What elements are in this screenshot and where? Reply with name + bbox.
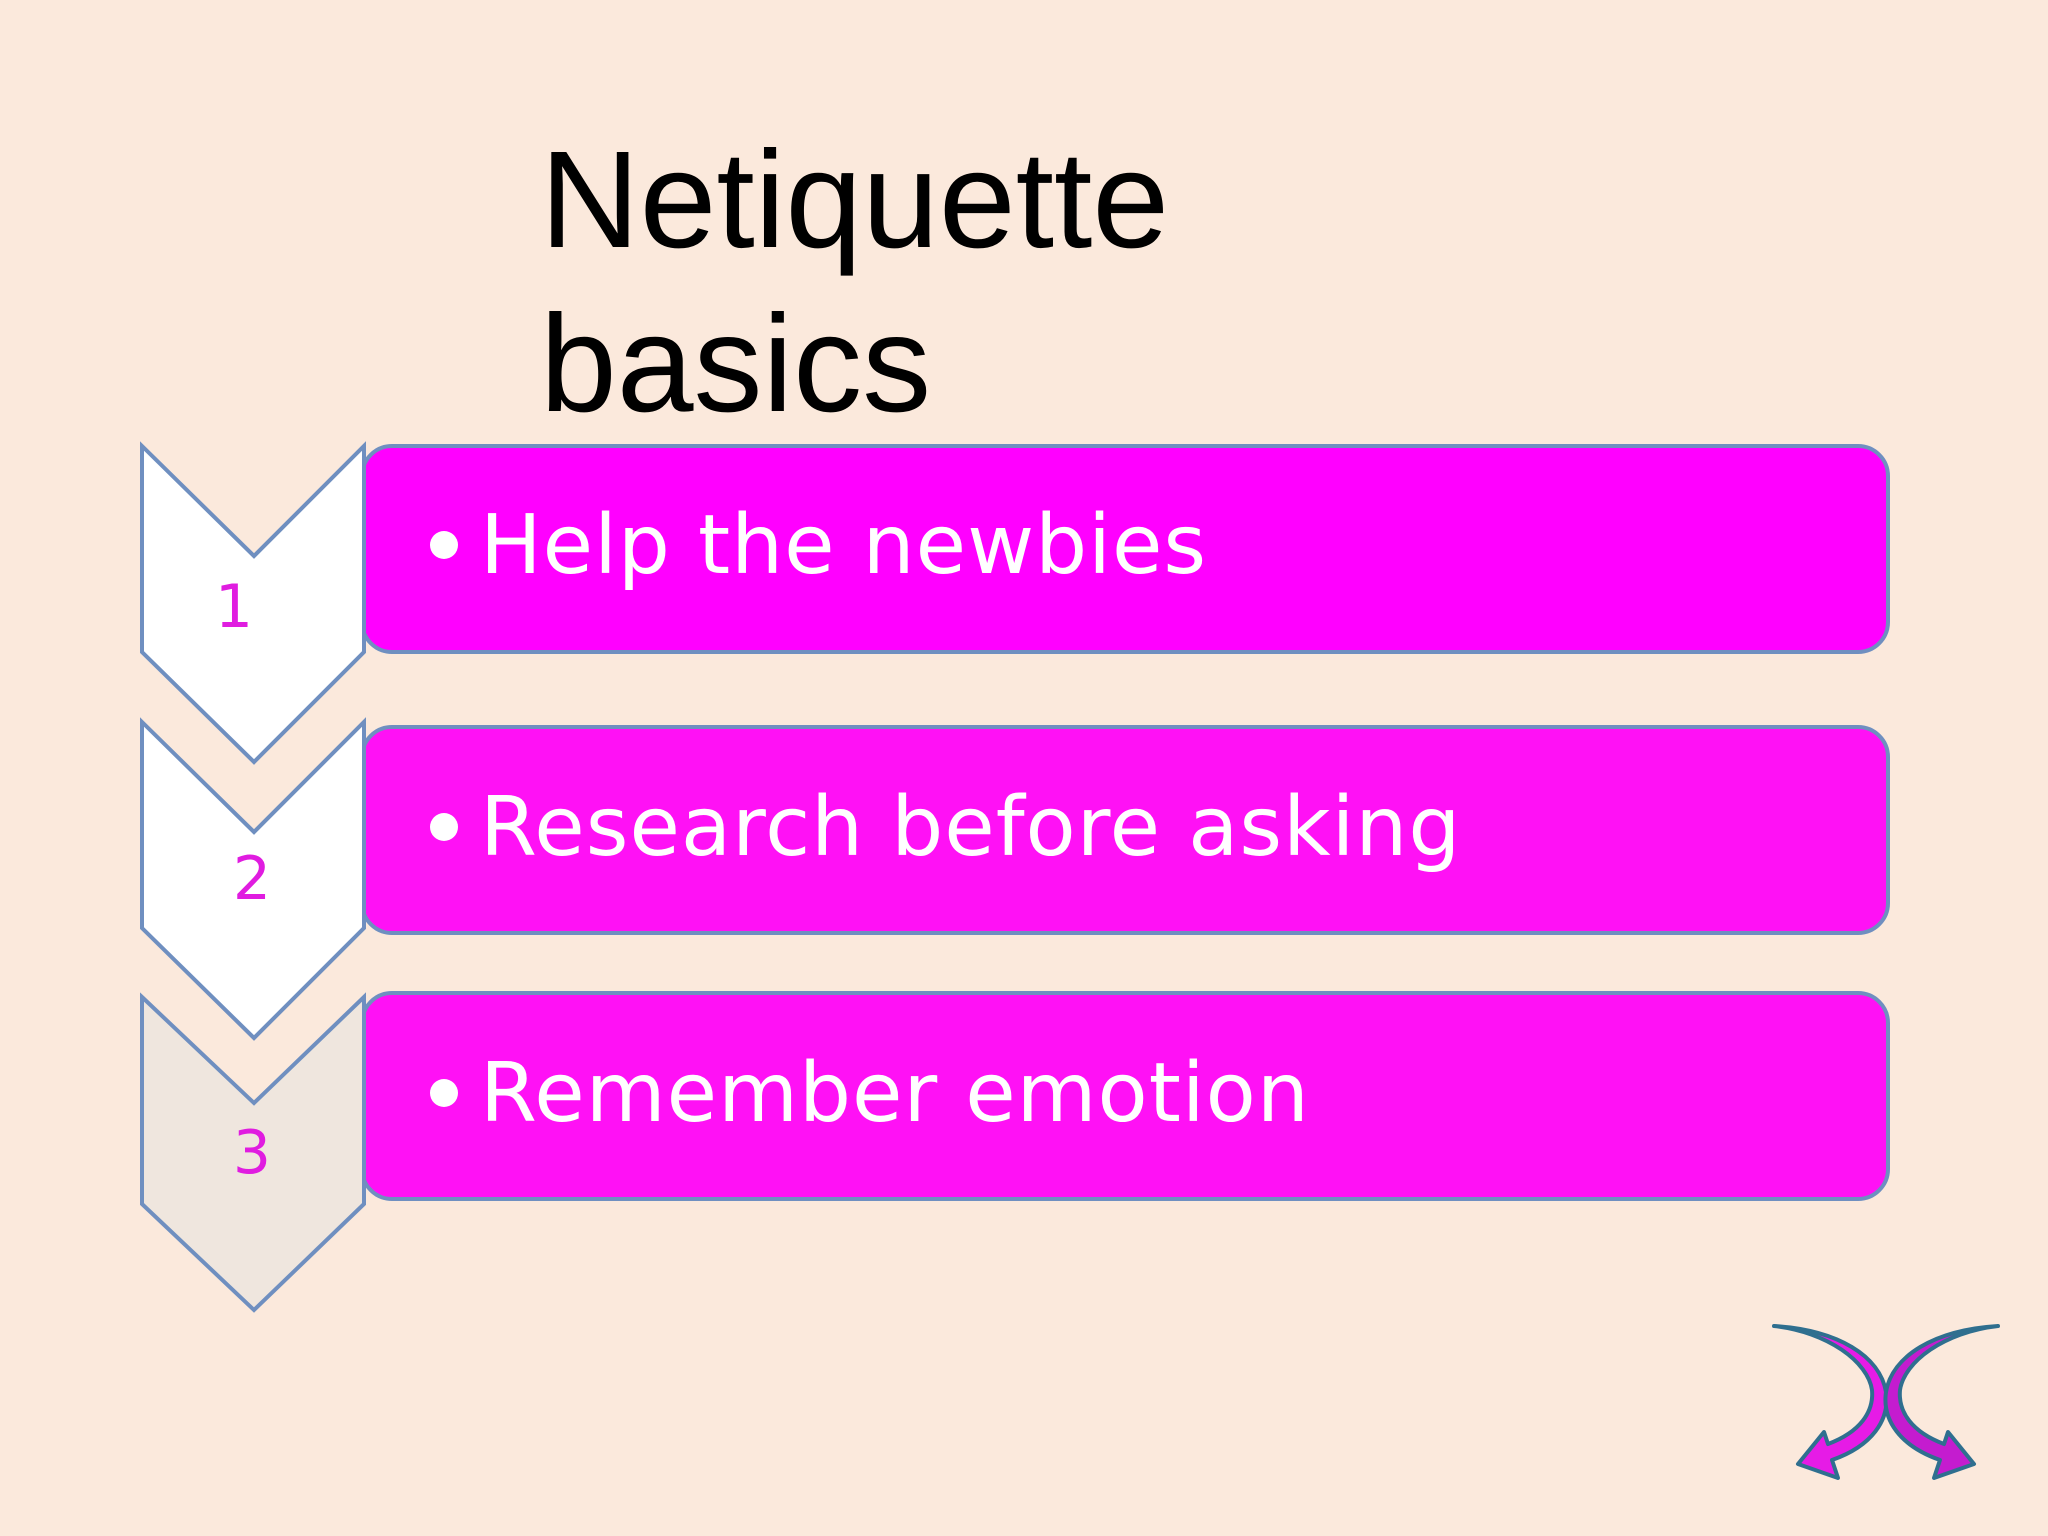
step-text-3: Remember emotion xyxy=(480,1046,1310,1141)
step-number-2: 2 xyxy=(232,844,272,914)
step-chevron-1 xyxy=(140,441,366,765)
slide-title: Netiquette basics xyxy=(540,118,1440,446)
step-chevron-3 xyxy=(140,992,366,1313)
step-chevron-2 xyxy=(140,717,366,1041)
bullet-icon xyxy=(430,812,458,841)
step-item-1: Help the newbies xyxy=(430,496,1207,596)
step-text-1: Help the newbies xyxy=(480,498,1208,593)
step-text-2: Research before asking xyxy=(480,780,1462,875)
step-number-3: 3 xyxy=(232,1118,272,1188)
step-number-1: 1 xyxy=(214,572,254,642)
step-item-3: Remember emotion xyxy=(430,1044,1310,1144)
title-line-1: Netiquette xyxy=(540,123,1170,277)
step-item-2: Research before asking xyxy=(430,778,1461,878)
bullet-icon xyxy=(430,530,458,559)
bullet-icon xyxy=(430,1078,458,1107)
shuffle-arrows-icon[interactable] xyxy=(1768,1322,2004,1494)
title-line-2: basics xyxy=(540,287,932,441)
